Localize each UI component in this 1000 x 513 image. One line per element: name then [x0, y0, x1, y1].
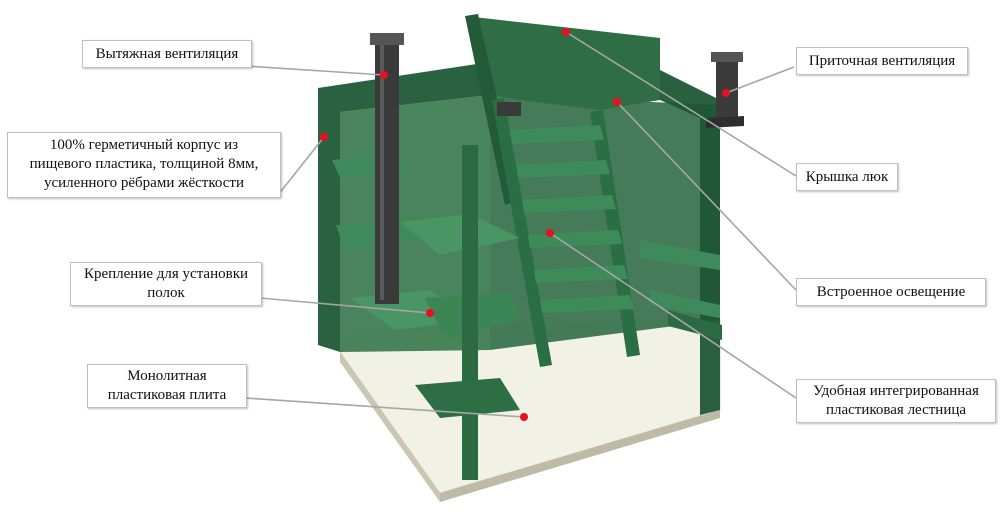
- exhaust-pipe-highlight: [380, 45, 384, 300]
- exhaust-pipe: [375, 42, 399, 304]
- shelf: [400, 214, 520, 255]
- hatch-lid: [465, 16, 660, 110]
- label-integrated-ladder: Удобная интегрированная пластиковая лест…: [796, 379, 996, 423]
- shelf: [668, 310, 722, 340]
- label-supply-ventilation: Приточная вентиляция: [796, 47, 968, 75]
- floor-slab-left-edge: [340, 352, 440, 502]
- label-sealed-body: 100% герметичный корпус из пищевого плас…: [7, 132, 281, 198]
- label-exhaust-ventilation: Вытяжная вентиляция: [82, 40, 252, 68]
- supply-pipe-base: [706, 116, 744, 128]
- leader-lines: [244, 31, 797, 418]
- shelf: [650, 290, 720, 318]
- shelf: [640, 240, 720, 270]
- ladder-rail-left: [492, 98, 552, 367]
- floor-slab-front-edge: [440, 410, 720, 502]
- label-shelf-mount: Крепление для установки полок: [70, 262, 262, 306]
- post-stand: [415, 378, 520, 418]
- supply-pipe-cap: [711, 52, 743, 62]
- left-wall: [318, 62, 490, 352]
- exhaust-pipe-cap: [370, 33, 404, 45]
- lid-vent: [497, 102, 521, 116]
- shelf-post: [462, 145, 478, 480]
- marker-dots: [320, 28, 730, 421]
- back-right-wall: [490, 95, 720, 350]
- label-hatch-lid: Крышка люк: [796, 163, 898, 191]
- label-built-in-lighting: Встроенное освещение: [796, 278, 986, 306]
- label-monolithic-slab: Монолитная пластиковая плита: [87, 364, 247, 408]
